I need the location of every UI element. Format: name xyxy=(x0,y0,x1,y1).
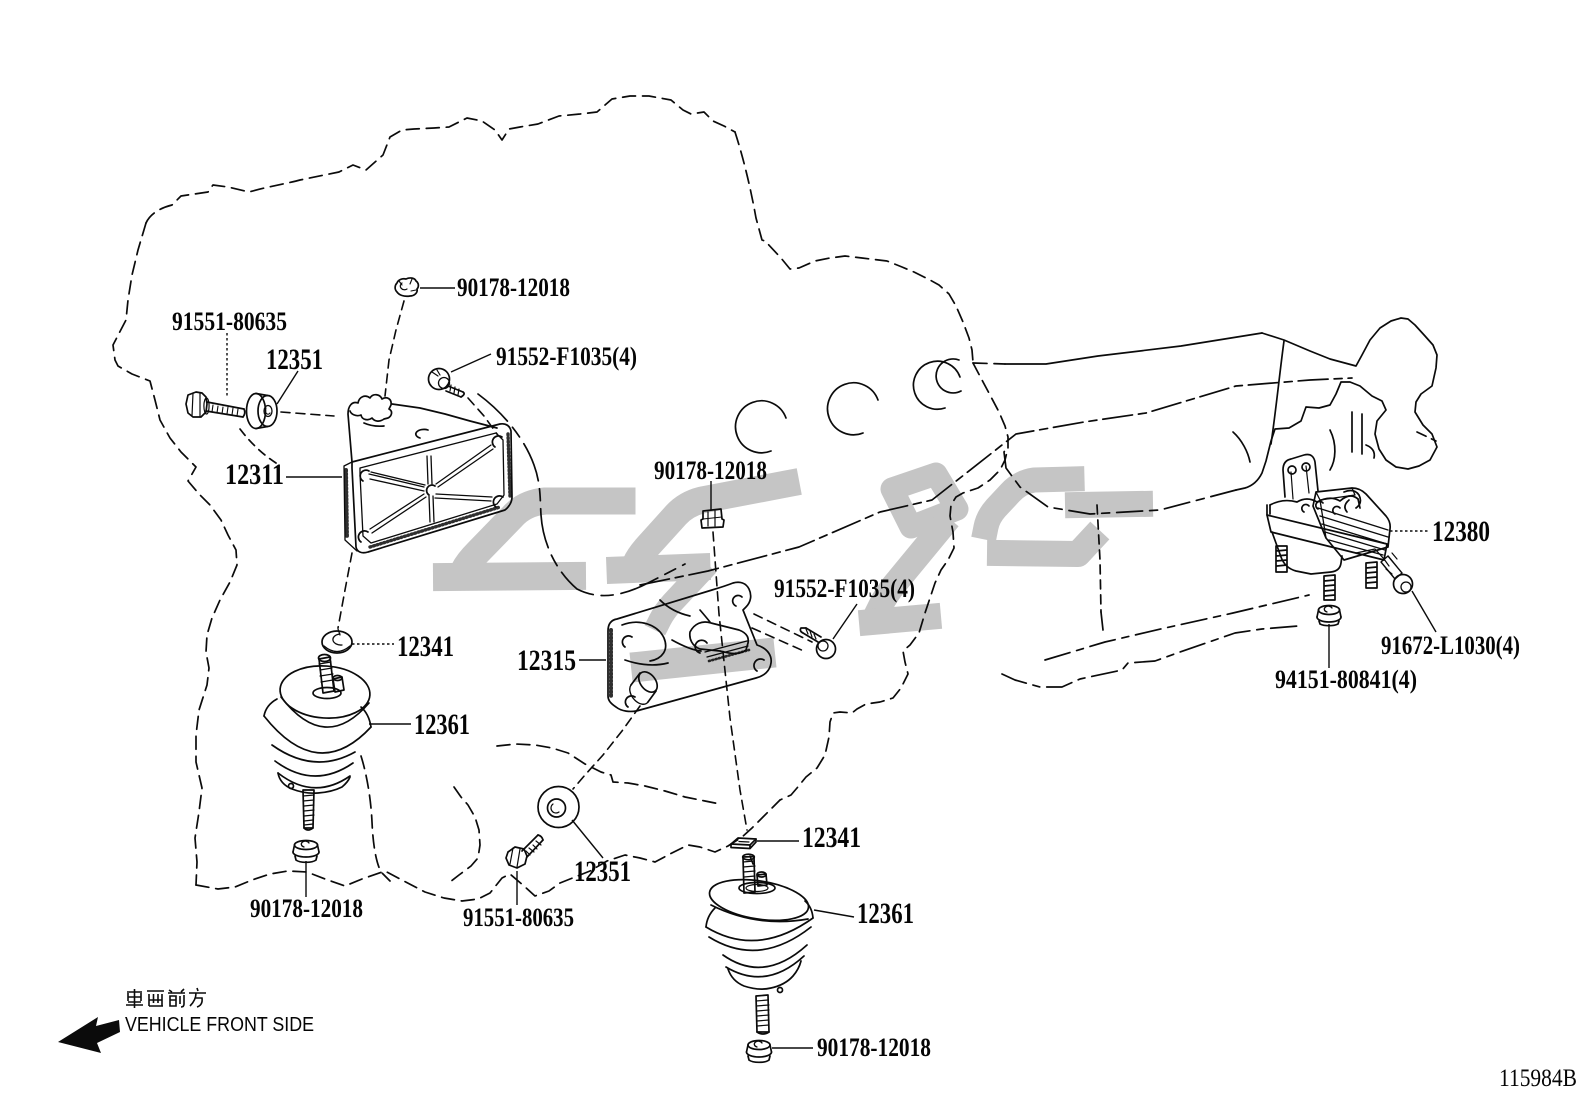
svg-text:12361: 12361 xyxy=(857,897,914,930)
svg-text:12351: 12351 xyxy=(574,855,631,888)
svg-text:12351: 12351 xyxy=(266,343,323,376)
svg-text:12311: 12311 xyxy=(225,458,284,491)
svg-text:90178-12018: 90178-12018 xyxy=(817,1033,931,1062)
svg-text:12341: 12341 xyxy=(802,821,861,854)
svg-text:VEHICLE FRONT SIDE: VEHICLE FRONT SIDE xyxy=(125,1014,314,1036)
svg-text:12361: 12361 xyxy=(414,708,470,741)
svg-text:90178-12018: 90178-12018 xyxy=(457,273,570,302)
svg-text:12380: 12380 xyxy=(1432,515,1490,548)
svg-text:115984B: 115984B xyxy=(1499,1065,1577,1092)
svg-text:90178-12018: 90178-12018 xyxy=(250,894,363,923)
svg-text:91672-L1030(4): 91672-L1030(4) xyxy=(1381,631,1520,660)
svg-text:12315: 12315 xyxy=(517,644,576,677)
svg-text:91551-80635: 91551-80635 xyxy=(463,903,574,932)
svg-text:94151-80841(4): 94151-80841(4) xyxy=(1275,665,1417,694)
svg-text:91551-80635: 91551-80635 xyxy=(172,307,287,336)
svg-text:12341: 12341 xyxy=(397,630,454,663)
svg-text:91552-F1035(4): 91552-F1035(4) xyxy=(774,574,915,603)
svg-text:91552-F1035(4): 91552-F1035(4) xyxy=(496,342,637,371)
svg-text:90178-12018: 90178-12018 xyxy=(654,456,767,485)
